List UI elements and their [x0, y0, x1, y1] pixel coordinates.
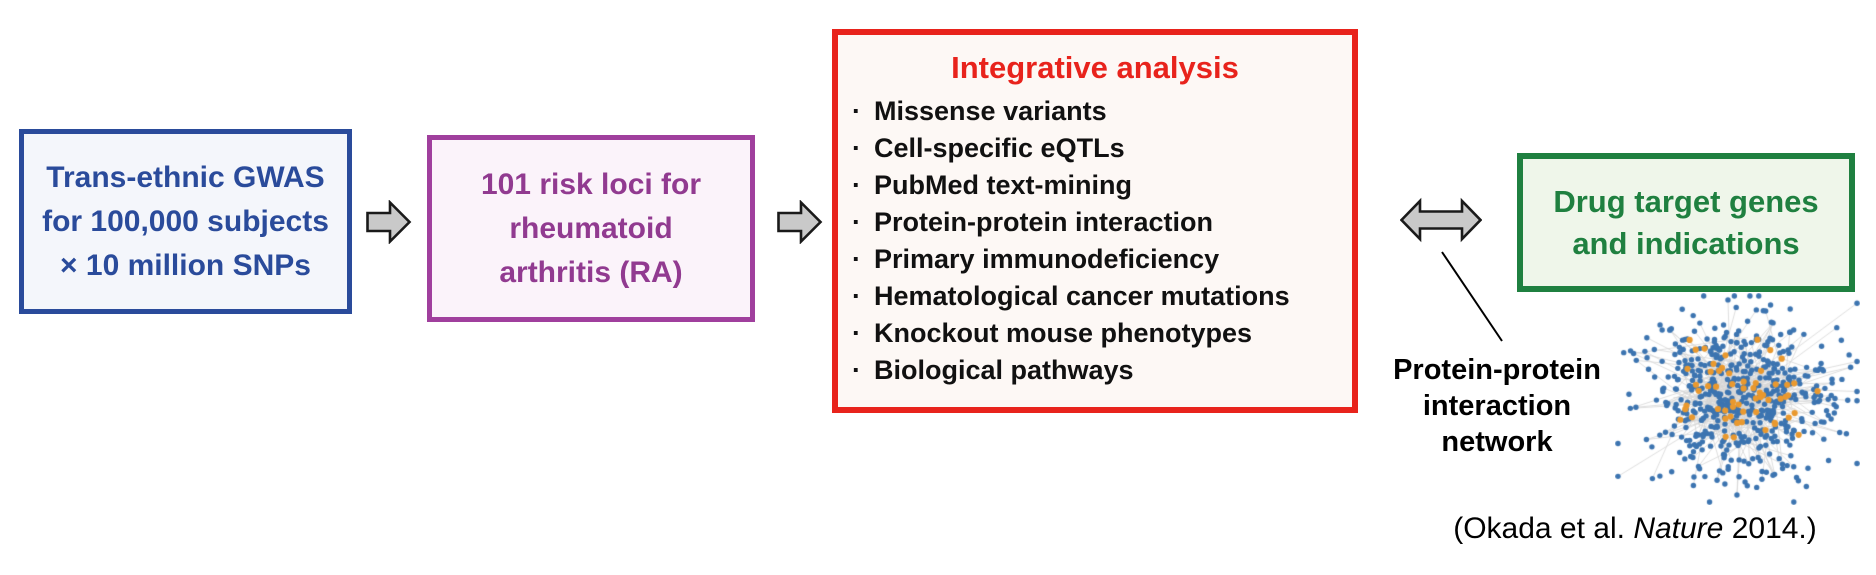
- list-item-label: Primary immunodeficiency: [874, 244, 1220, 274]
- list-item: · Primary immunodeficiency: [852, 241, 1352, 278]
- drug-target-box-line: and indications: [1572, 225, 1800, 261]
- bullet-icon: ·: [852, 244, 861, 274]
- bullet-icon: ·: [852, 170, 861, 200]
- integrative-analysis-list: ·Missense variants ·Cell-specific eQTLs …: [838, 93, 1352, 389]
- gwas-box-line: Trans-ethnic GWAS: [46, 160, 325, 194]
- list-item: · Cell-specific eQTLs: [852, 130, 1352, 167]
- citation-prefix: (Okada et al.: [1453, 512, 1634, 545]
- ppi-network-label-line: interaction: [1422, 390, 1572, 422]
- risk-loci-box: 101 risk loci for rheumatoid arthritis (…: [427, 135, 755, 322]
- ppi-network-graphic: [1615, 293, 1860, 505]
- double-arrow-icon: [1400, 197, 1482, 243]
- ppi-network-label: Protein-protein interaction network: [1382, 352, 1612, 460]
- bullet-icon: ·: [852, 355, 861, 385]
- list-item: · Hematological cancer mutations: [852, 278, 1352, 315]
- risk-loci-box-line: rheumatoid: [509, 211, 673, 245]
- list-item: · PubMed text-mining: [852, 167, 1352, 204]
- gwas-box: Trans-ethnic GWAS for 100,000 subjects ×…: [19, 129, 352, 314]
- list-item-label: Hematological cancer mutations: [874, 281, 1290, 311]
- ppi-network-label-line: network: [1441, 426, 1553, 458]
- risk-loci-box-line: arthritis (RA): [499, 255, 683, 289]
- list-item-label: PubMed text-mining: [874, 170, 1132, 200]
- flow-arrow-right-icon: [366, 200, 412, 244]
- gwas-box-line: for 100,000 subjects: [42, 204, 329, 238]
- drug-target-box-line: Drug target genes: [1553, 183, 1819, 219]
- bullet-icon: ·: [852, 281, 861, 311]
- connector-line: [1441, 251, 1503, 342]
- integrative-analysis-box: Integrative analysis ·Missense variants …: [832, 29, 1358, 413]
- bullet-icon: ·: [852, 318, 861, 348]
- bullet-icon: ·: [852, 96, 861, 126]
- list-item-label: Knockout mouse phenotypes: [874, 318, 1253, 348]
- citation-journal: Nature: [1633, 512, 1724, 545]
- list-item-label: Protein-protein interaction: [874, 207, 1214, 237]
- citation-suffix: 2014.): [1723, 512, 1817, 545]
- bullet-icon: ·: [852, 133, 861, 163]
- drug-target-box: Drug target genes and indications: [1517, 153, 1855, 292]
- list-item-label: Cell-specific eQTLs: [874, 133, 1125, 163]
- list-item-label: Missense variants: [874, 96, 1107, 126]
- list-item: · Protein-protein interaction: [852, 204, 1352, 241]
- list-item-label: Biological pathways: [874, 355, 1134, 385]
- citation: (Okada et al. Nature 2014.): [1420, 512, 1850, 546]
- flow-arrow-right-icon: [777, 200, 823, 244]
- risk-loci-box-line: 101 risk loci for: [480, 167, 702, 201]
- integrative-analysis-title: Integrative analysis: [951, 50, 1239, 85]
- bullet-icon: ·: [852, 207, 861, 237]
- list-item: · Knockout mouse phenotypes: [852, 315, 1352, 352]
- gwas-box-line: × 10 million SNPs: [60, 248, 311, 282]
- ppi-network-label-line: Protein-protein: [1393, 354, 1601, 386]
- list-item: · Missense variants: [852, 93, 1352, 130]
- list-item: · Biological pathways: [852, 352, 1352, 389]
